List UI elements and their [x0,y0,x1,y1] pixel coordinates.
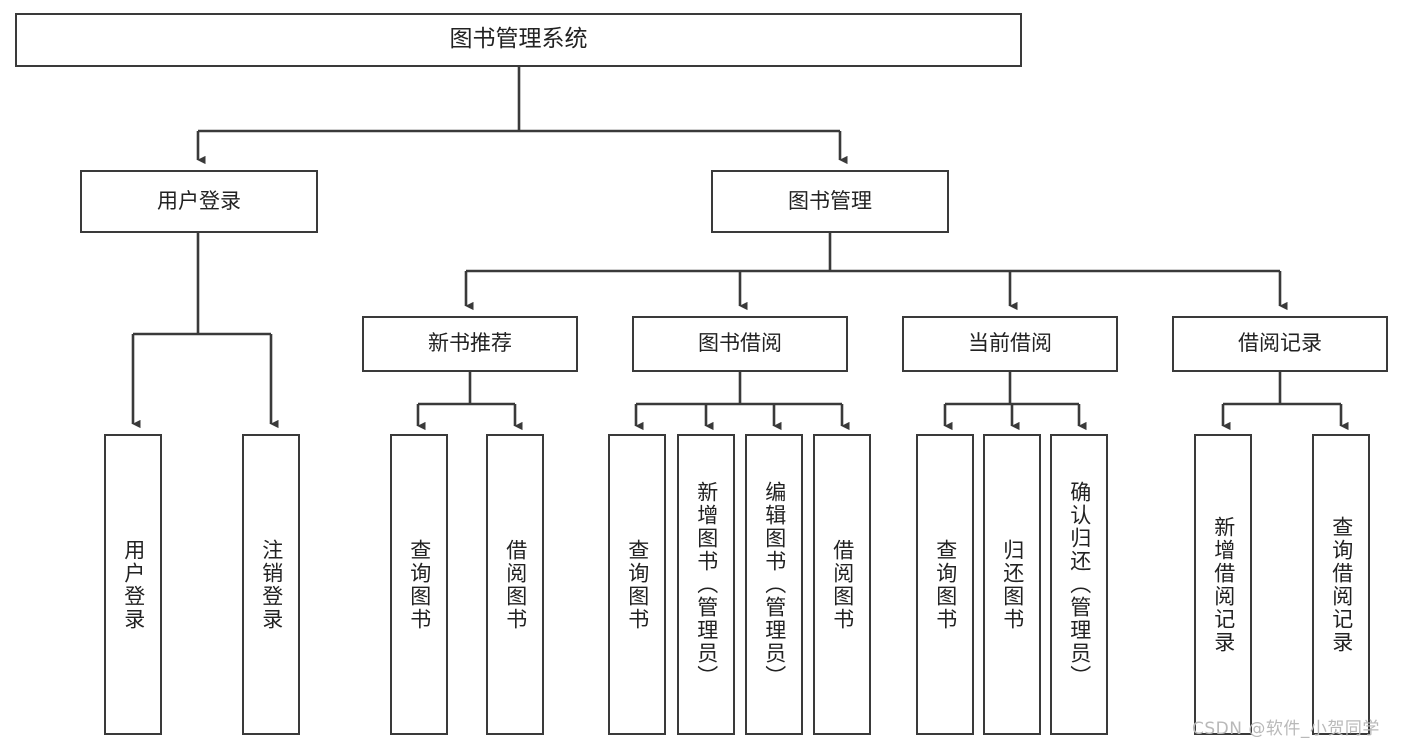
node-label: 归还图书 [1000,538,1025,631]
leaf-user-login[interactable]: 用户登录 [104,434,162,735]
node-label: 图书管理 [788,188,872,213]
node-label: 图书借阅 [698,331,782,356]
node-label: 新增图书（管理员） [694,481,719,688]
node-label: 用户登录 [157,188,241,213]
node-book-management[interactable]: 图书管理 [711,170,949,233]
node-label: 借阅图书 [830,538,855,631]
node-label: 当前借阅 [968,331,1052,356]
node-root-system[interactable]: 图书管理系统 [15,13,1022,67]
node-label: 借阅记录 [1238,331,1322,356]
leaf-add-book-admin[interactable]: 新增图书（管理员） [677,434,735,735]
node-label: 查询图书 [625,538,650,631]
node-label: 新增借阅记录 [1211,515,1236,654]
leaf-query-book-current[interactable]: 查询图书 [916,434,974,735]
leaf-borrow-book[interactable]: 借阅图书 [813,434,871,735]
node-label: 查询图书 [933,538,958,631]
node-label: 编辑图书（管理员） [762,481,787,688]
leaf-add-borrow-record[interactable]: 新增借阅记录 [1194,434,1252,735]
leaf-edit-book-admin[interactable]: 编辑图书（管理员） [745,434,803,735]
node-book-borrow[interactable]: 图书借阅 [632,316,848,372]
node-label: 用户登录 [121,538,146,631]
node-user-login[interactable]: 用户登录 [80,170,318,233]
leaf-logout[interactable]: 注销登录 [242,434,300,735]
node-label: 借阅图书 [503,538,528,631]
leaf-query-borrow-record[interactable]: 查询借阅记录 [1312,434,1370,735]
leaf-confirm-return-admin[interactable]: 确认归还（管理员） [1050,434,1108,735]
leaf-borrow-book-recommend[interactable]: 借阅图书 [486,434,544,735]
node-borrow-records[interactable]: 借阅记录 [1172,316,1388,372]
node-label: 注销登录 [259,538,284,631]
leaf-query-book-recommend[interactable]: 查询图书 [390,434,448,735]
csdn-watermark: CSDN @软件_小贺同学 [1192,719,1380,739]
leaf-query-book-borrow[interactable]: 查询图书 [608,434,666,735]
node-label: 查询借阅记录 [1329,515,1354,654]
node-current-borrow[interactable]: 当前借阅 [902,316,1118,372]
node-label: 新书推荐 [428,331,512,356]
node-new-book-recommend[interactable]: 新书推荐 [362,316,578,372]
leaf-return-book[interactable]: 归还图书 [983,434,1041,735]
node-label: 图书管理系统 [449,26,588,53]
node-label: 查询图书 [407,538,432,631]
node-label: 确认归还（管理员） [1067,481,1092,688]
